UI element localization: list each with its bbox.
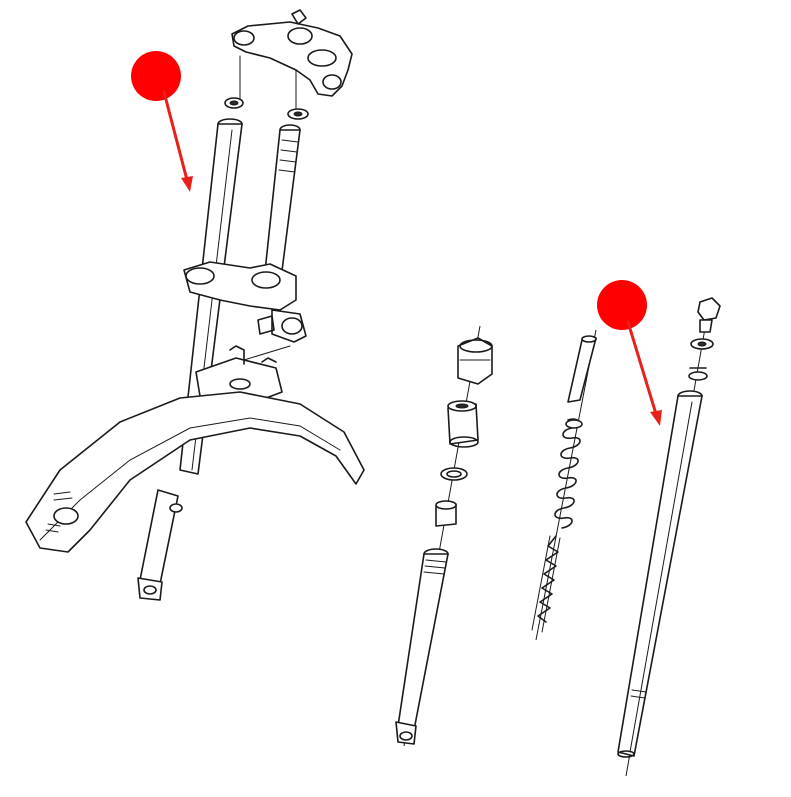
bottom-triple-clamp <box>183 261 307 343</box>
arrow-head-right <box>650 410 662 426</box>
arrow-shaft-right <box>626 320 658 416</box>
arrow-shaft-left <box>162 90 189 182</box>
slider-lower <box>395 548 449 745</box>
top-bolt <box>697 297 721 333</box>
callout-marker-left[interactable] <box>131 51 193 192</box>
steering-stem <box>261 124 301 303</box>
callout-marker-right[interactable] <box>597 280 662 426</box>
slider-bottom-left <box>137 489 183 601</box>
dust-boot <box>457 337 493 385</box>
o-ring <box>688 367 708 381</box>
fork-bushing <box>447 400 479 448</box>
damper-rod <box>531 535 561 633</box>
top-triple-clamp <box>231 9 353 109</box>
spacer <box>435 500 457 527</box>
fork-spring <box>554 418 583 529</box>
red-dot-marker-left[interactable] <box>131 51 181 101</box>
washer <box>690 338 714 350</box>
oil-seal <box>440 467 468 481</box>
front-fender <box>25 391 365 553</box>
fork-spring-tube <box>567 335 597 403</box>
red-dot-marker-right[interactable] <box>597 280 647 330</box>
inner-tube-right <box>617 390 703 758</box>
arrow-head-left <box>181 176 193 192</box>
clamp-washers <box>224 97 309 120</box>
